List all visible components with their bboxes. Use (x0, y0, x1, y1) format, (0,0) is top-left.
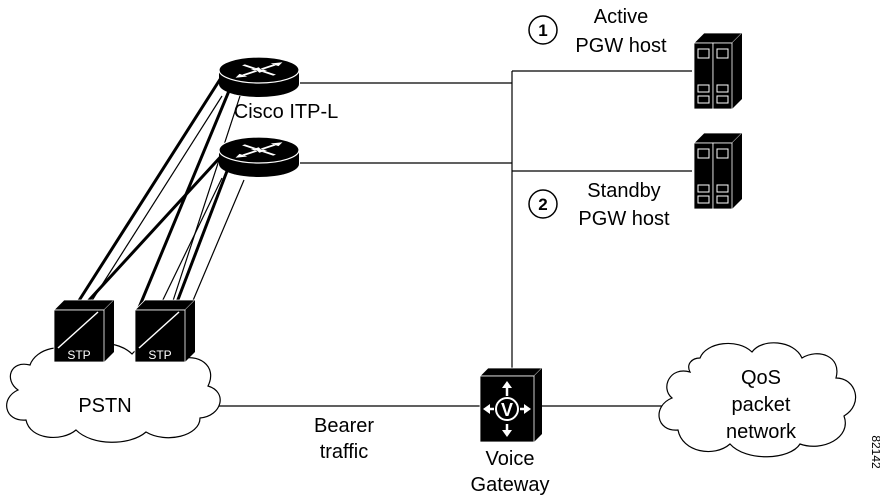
voice-gateway-symbol: V (501, 400, 513, 420)
router-icon[interactable] (218, 136, 300, 177)
step-number-1: 1 (538, 21, 547, 40)
cloud-icon[interactable] (658, 342, 857, 458)
router-label: Cisco ITP-L (234, 101, 338, 123)
cloud-icon[interactable] (6, 343, 221, 443)
stp-icon[interactable]: STP (134, 299, 196, 363)
qos-line3: network (726, 421, 797, 443)
link-stp2-router2-thin (188, 179, 245, 311)
standby-host-line1: Standby (587, 180, 660, 202)
voice-gateway-line1: Voice (486, 448, 535, 470)
link-stp1-router1-thin2 (169, 95, 241, 311)
bearer-line2: traffic (320, 441, 369, 463)
standby-host-line2: PGW host (578, 208, 670, 230)
stp-icon[interactable]: STP (53, 299, 115, 363)
voice-gateway-icon[interactable]: V (479, 367, 543, 443)
link-stp1-router1-thin (85, 95, 223, 311)
router-icon[interactable] (218, 56, 300, 97)
network-links (71, 69, 692, 407)
active-host-line1: Active (594, 6, 648, 28)
step-number-2-badge (528, 189, 558, 219)
link-stp1-router2 (78, 150, 227, 312)
standby-host-label: 2 Standby PGW host (528, 180, 670, 230)
server-icon[interactable] (693, 32, 743, 110)
server-icon[interactable] (693, 132, 743, 210)
qos-line2: packet (732, 394, 791, 416)
bearer-line1: Bearer (314, 415, 374, 437)
link-stp1-router1 (71, 69, 228, 311)
stp-right-label: STP (148, 348, 171, 362)
pstn-label: PSTN (78, 395, 131, 417)
active-host-line2: PGW host (575, 35, 667, 57)
active-host-label: 1 Active PGW host (528, 6, 667, 57)
stp-left-label: STP (67, 348, 90, 362)
voice-gateway-line2: Gateway (471, 474, 550, 496)
qos-line1: QoS (741, 367, 781, 389)
link-stp2-router2 (172, 157, 234, 311)
step-number-1-badge (528, 15, 558, 45)
step-number-2: 2 (538, 195, 547, 214)
figure-id: 82142 (869, 435, 880, 469)
link-stp1-router2-thin (157, 177, 223, 311)
